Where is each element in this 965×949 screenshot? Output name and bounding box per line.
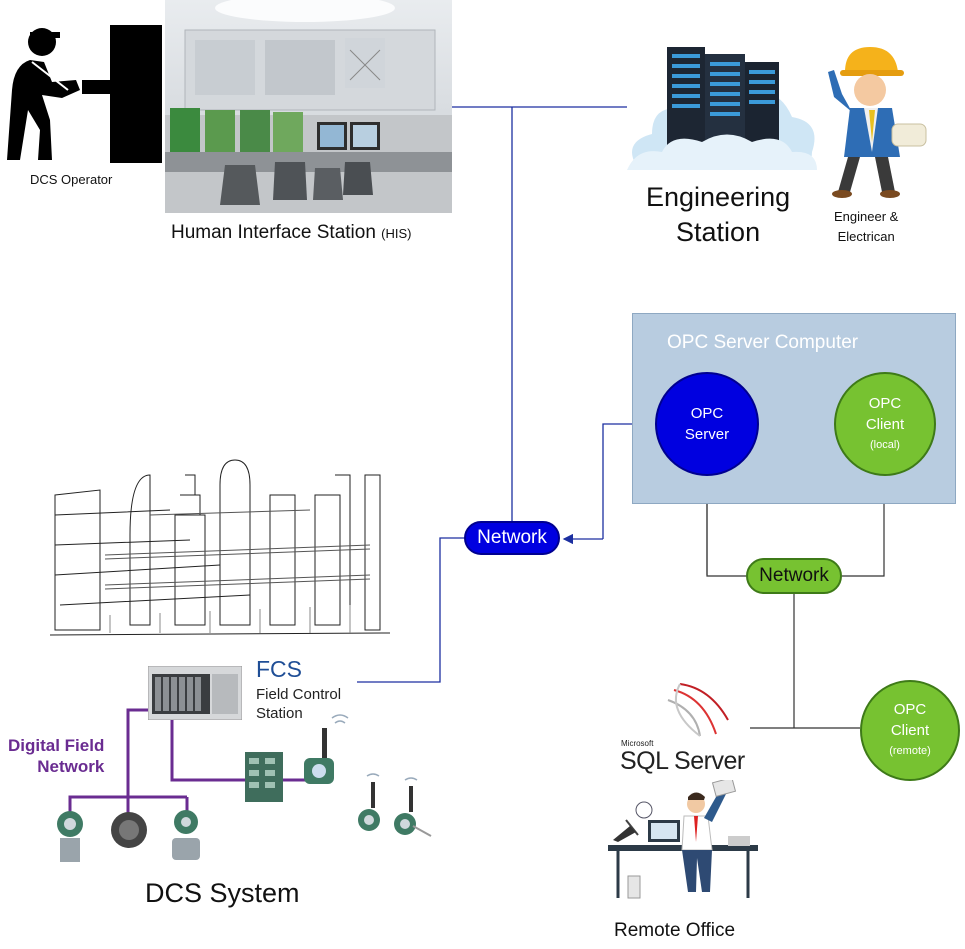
digital-field-line1: Digital Field [8, 736, 105, 755]
server-cloud-icon [627, 42, 817, 172]
network-opc-node[interactable]: Network [746, 558, 842, 594]
opc-client-local-line2: Client [865, 415, 905, 433]
opc-server-line2: Server [684, 426, 730, 443]
his-title: Human Interface Station [171, 222, 376, 243]
sql-server-logo-icon [660, 680, 732, 738]
opc-client-local-node[interactable]: OPC Client (local) [834, 372, 936, 476]
opc-client-remote-sub: (remote) [889, 745, 931, 757]
his-label: Human Interface Station (HIS) [171, 222, 412, 244]
remote-office-label: Remote Office [614, 920, 736, 941]
dcs-system-label: DCS System [145, 878, 300, 908]
engineering-station-line2: Station [676, 217, 761, 247]
network-switch-icon [245, 752, 283, 802]
opc-server-node[interactable]: OPC Server [655, 372, 759, 476]
opc-server-line1: OPC [690, 405, 724, 422]
dcs-operator-label: DCS Operator [30, 172, 113, 187]
opc-client-remote-line2: Client [890, 722, 930, 739]
opc-client-remote-node[interactable]: OPC Client (remote) [860, 680, 960, 781]
flow-meter-icon [106, 810, 152, 850]
dcs-operator-icon [2, 20, 162, 165]
opc-client-local-line1: OPC [868, 394, 902, 412]
sql-server-label: SQL Server [620, 747, 745, 775]
fcs-line2: Station [256, 705, 303, 722]
digital-field-network-label: Digital Field Network [8, 735, 104, 777]
engineer-icon [820, 42, 928, 200]
opc-client-remote-line1: OPC [893, 701, 927, 718]
level-transmitter-icon [164, 808, 208, 868]
sql-microsoft-label: Microsoft [621, 739, 654, 748]
refinery-plant-sketch [49, 455, 391, 645]
fcs-abbr-label: FCS [256, 656, 302, 682]
remote-office-worker-image [608, 777, 758, 900]
engineering-station-label: Engineering Station [646, 180, 790, 250]
fcs-cabinet-icon [147, 665, 243, 721]
fcs-full-label: Field Control Station [256, 685, 341, 723]
opc-client-local-sub: (local) [870, 438, 900, 451]
pressure-transmitter-icon [50, 808, 90, 866]
his-abbr: (HIS) [381, 226, 412, 241]
engineer-label: Engineer & Electrican [834, 207, 898, 247]
network-main-node[interactable]: Network [464, 521, 560, 555]
fcs-line1: Field Control [256, 686, 342, 703]
engineer-line2: Electrican [837, 229, 895, 244]
digital-field-line2: Network [37, 757, 105, 776]
opc-server-computer-title: OPC Server Computer [667, 332, 859, 353]
control-room-image [165, 0, 452, 213]
engineering-station-line1: Engineering [646, 182, 791, 212]
wireless-transmitter-icon [300, 710, 355, 795]
wireless-sensors-icon [345, 770, 435, 850]
engineer-line1: Engineer & [834, 209, 899, 224]
